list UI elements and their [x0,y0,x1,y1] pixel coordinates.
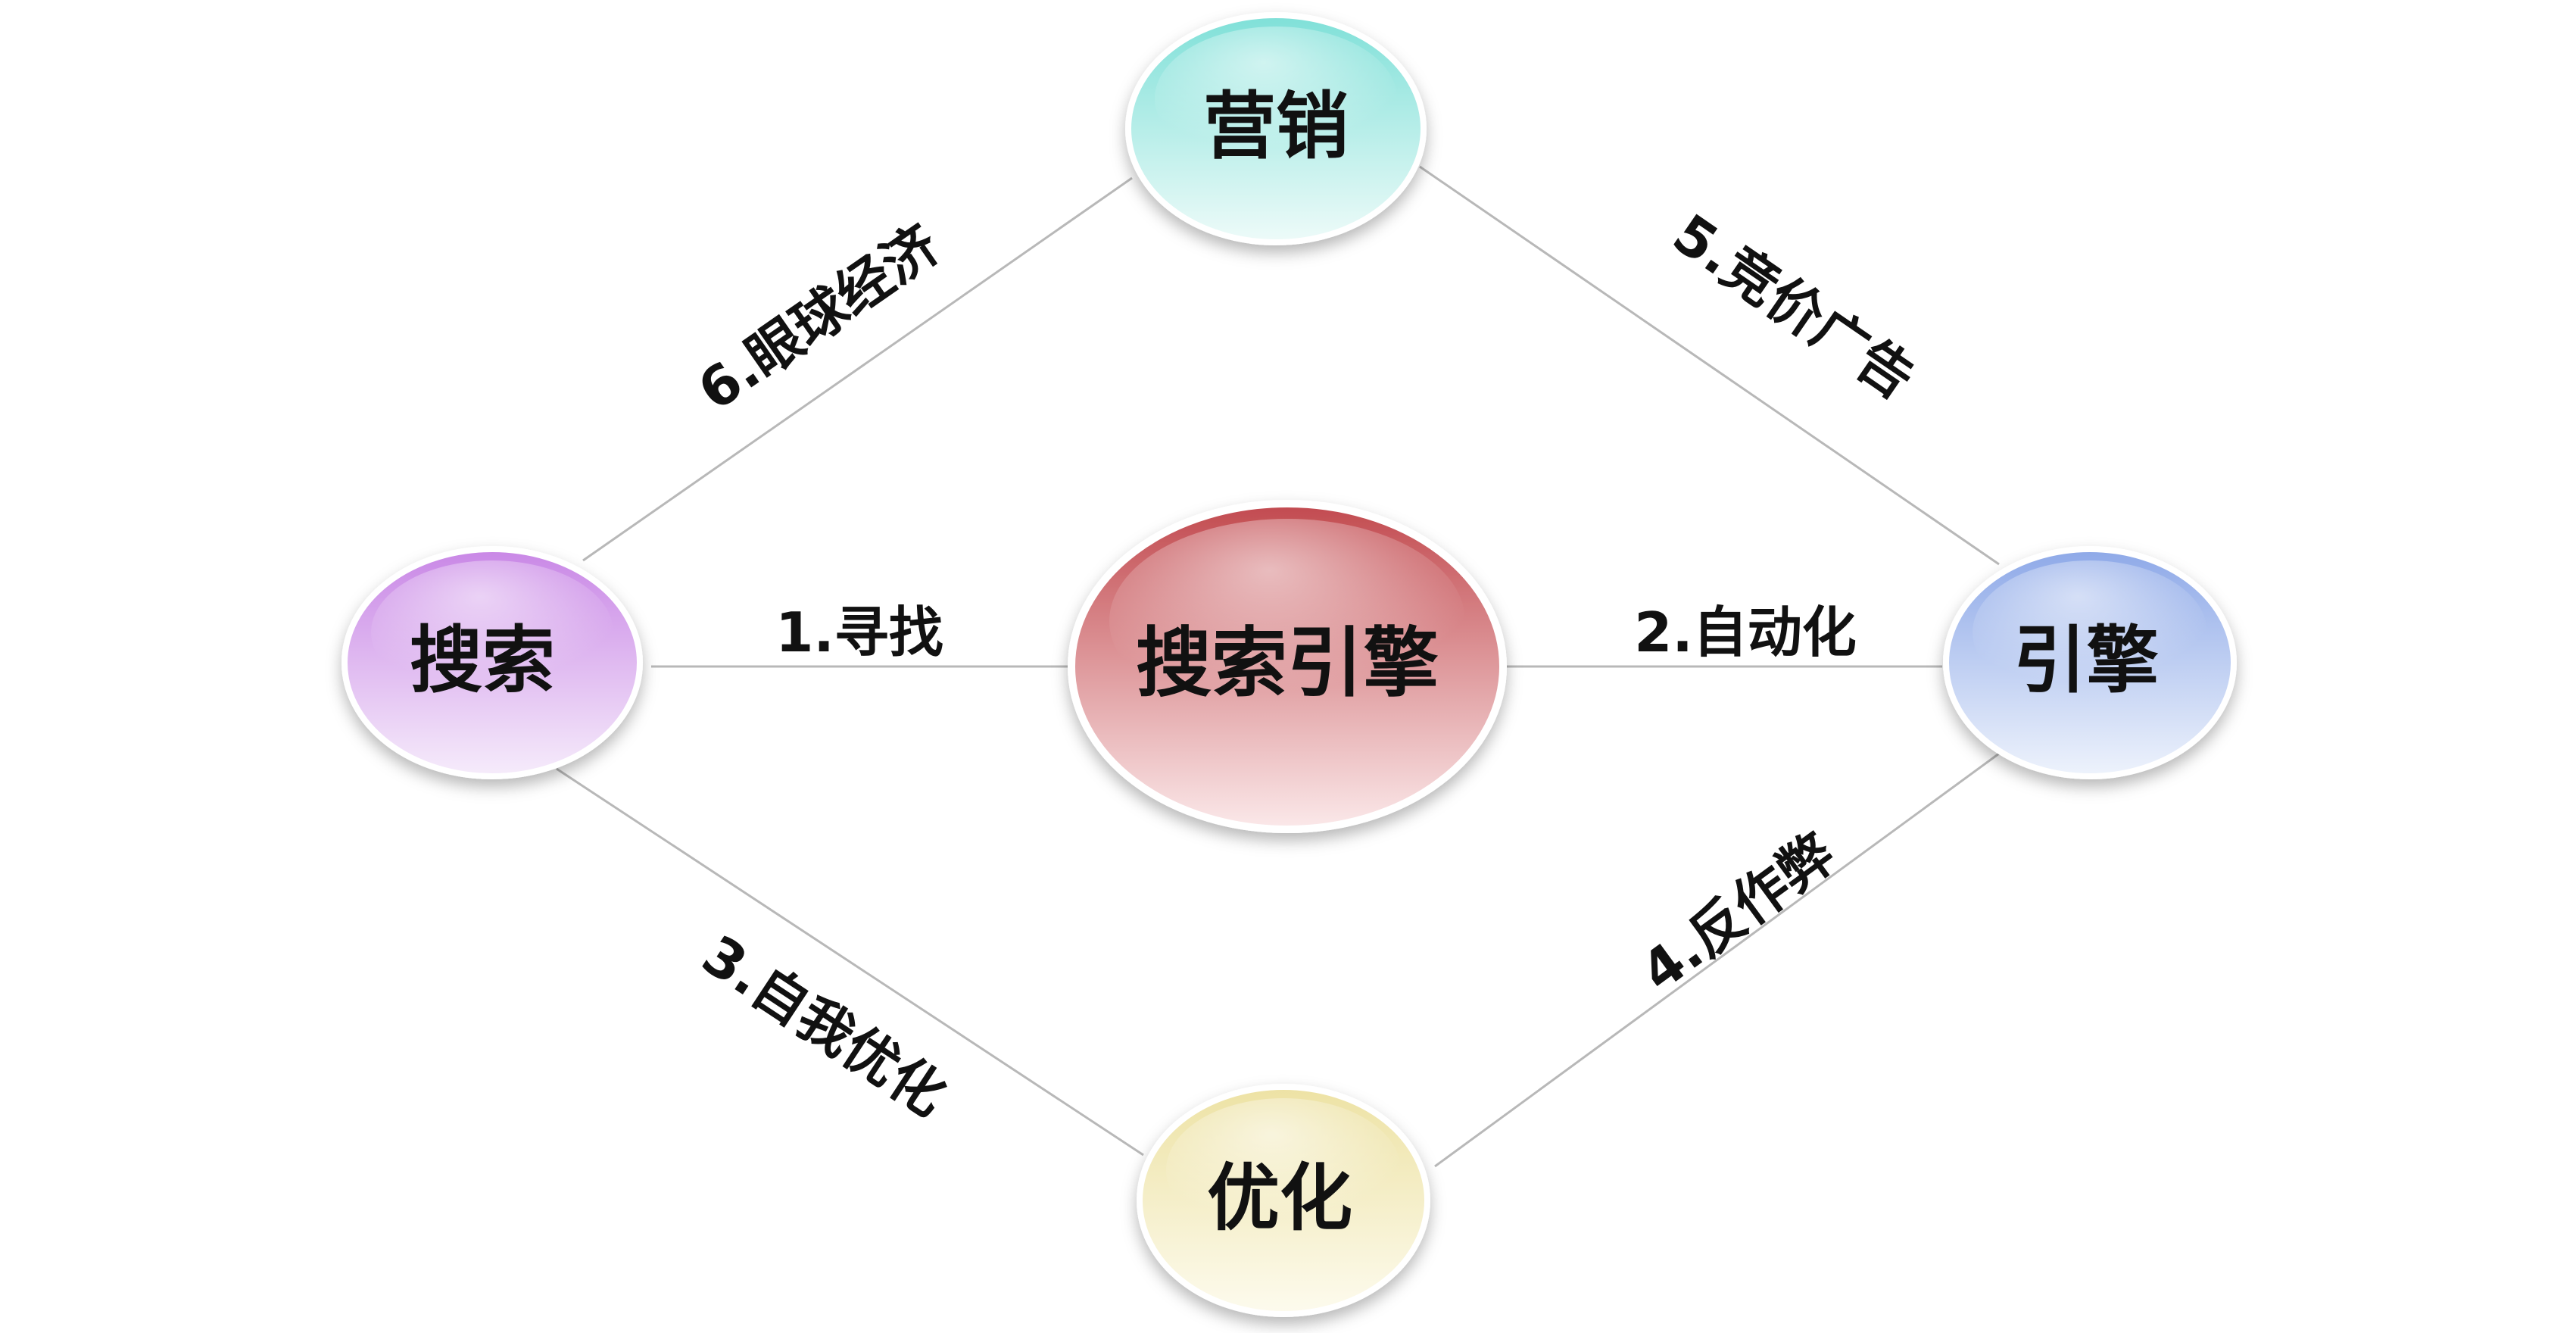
node-center [1068,500,1507,833]
edge-line-3 [556,767,1144,1157]
edges [556,165,2000,1168]
node-left [341,546,643,779]
edge-label-6: 6.眼球经济 [687,212,951,423]
edge-line-4 [1434,752,2000,1168]
node-center-label: 搜索引擎 [1136,619,1439,707]
edge-label-2: 2.自动化 [1634,601,1856,664]
node-right [1943,546,2237,779]
edge-label-1: 1.寻找 [775,601,943,664]
node-right-gloss [1973,560,2207,704]
node-top-label: 营销 [1203,84,1349,169]
edge-line-6 [582,176,1133,562]
node-right-label: 引擎 [2013,618,2159,703]
node-bottom [1137,1084,1430,1317]
node-top-gloss [1155,27,1397,170]
edge-label-3: 3.自我优化 [691,922,957,1128]
node-left-gloss [371,560,613,704]
node-bottom-label: 优化 [1207,1156,1352,1241]
node-left-label: 搜索 [410,618,555,703]
edge-line-5 [1419,165,2000,566]
node-center-gloss [1109,519,1465,723]
edge-label-5: 5.竞价广告 [1662,201,1926,411]
node-bottom-gloss [1166,1098,1401,1242]
edge-label-4: 4.反作弊 [1629,821,1846,1004]
node-top [1125,12,1427,245]
